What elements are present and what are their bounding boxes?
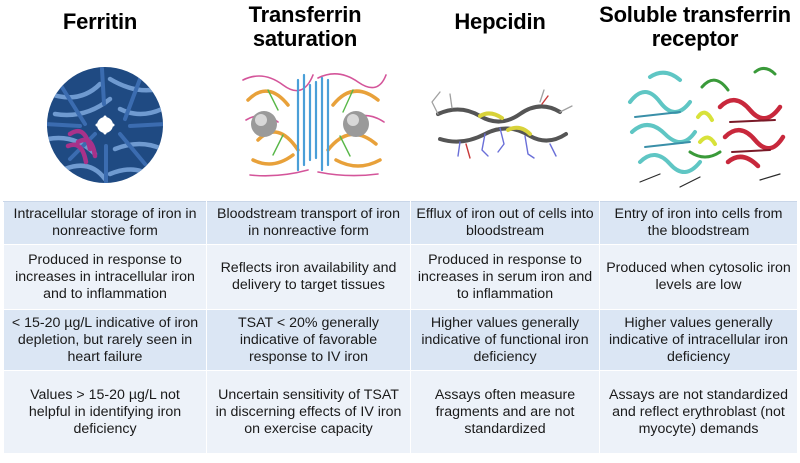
cell-hepcidin-limitation: Assays often measure fragments and are n…: [410, 370, 600, 454]
table-row: Values > 15-20 µg/L not helpful in ident…: [3, 370, 798, 454]
table-row: < 15-20 µg/L indicative of iron depletio…: [3, 309, 798, 371]
cell-transferrin-limitation: Uncertain sensitivity of TSAT in discern…: [206, 370, 411, 454]
cell-transferrin-production: Reflects iron availability and delivery …: [206, 244, 411, 310]
column-headers: Ferritin Transferrin saturation Hepcidin…: [0, 0, 800, 58]
hepcidin-peptide-image: [431, 89, 573, 159]
cell-hepcidin-threshold: Higher values generally indicative of fu…: [410, 309, 600, 371]
table-row: Produced in response to increases in int…: [3, 244, 798, 310]
header-hepcidin: Hepcidin: [454, 9, 546, 34]
transferrin-receptor-ribbon-image: [628, 67, 786, 188]
cell-receptor-function: Entry of iron into cells from the bloods…: [599, 201, 798, 245]
ferritin-protein-cage-image: [47, 67, 163, 183]
cell-transferrin-function: Bloodstream transport of iron in nonreac…: [206, 201, 411, 245]
header-transferrin-saturation: Transferrin saturation: [248, 2, 362, 51]
transferrin-iron-complex-image: [242, 73, 387, 177]
cell-ferritin-threshold: < 15-20 µg/L indicative of iron depletio…: [3, 309, 207, 371]
header-soluble-transferrin-receptor: Soluble transferrin receptor: [599, 2, 791, 51]
cell-ferritin-production: Produced in response to increases in int…: [3, 244, 207, 310]
cell-ferritin-limitation: Values > 15-20 µg/L not helpful in ident…: [3, 370, 207, 454]
cell-receptor-limitation: Assays are not standardized and reflect …: [599, 370, 798, 454]
cell-receptor-production: Produced when cytosolic iron levels are …: [599, 244, 798, 310]
cell-hepcidin-function: Efflux of iron out of cells into bloodst…: [410, 201, 600, 245]
cell-receptor-threshold: Higher values generally indicative of in…: [599, 309, 798, 371]
iron-biomarker-table: Intracellular storage of iron in nonreac…: [3, 201, 798, 454]
header-ferritin: Ferritin: [62, 9, 138, 34]
molecule-images: [0, 58, 800, 200]
cell-ferritin-function: Intracellular storage of iron in nonreac…: [3, 201, 207, 245]
table-row: Intracellular storage of iron in nonreac…: [3, 201, 798, 245]
cell-transferrin-threshold: TSAT < 20% generally indicative of favor…: [206, 309, 411, 371]
cell-hepcidin-production: Produced in response to increases in ser…: [410, 244, 600, 310]
